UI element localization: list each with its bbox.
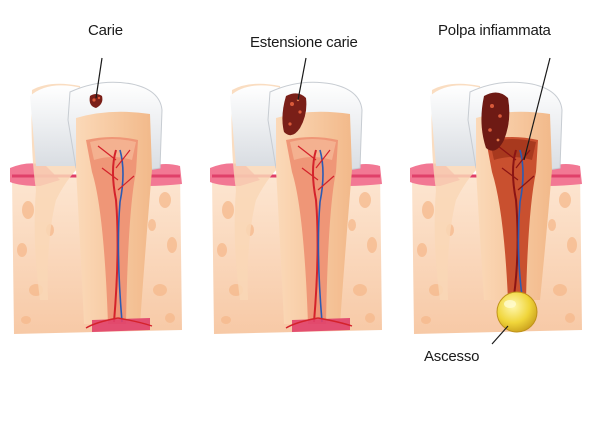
label-ascesso: Ascesso <box>424 348 480 365</box>
inflamed-pulp <box>486 137 538 300</box>
tooth-panel-estensione-carie <box>210 57 382 334</box>
label-polpa-infiammata: Polpa infiammata <box>438 22 551 39</box>
caries <box>282 93 307 136</box>
tooth-panel-carie <box>10 57 182 334</box>
abscess <box>496 291 538 333</box>
label-carie: Carie <box>88 22 123 39</box>
label-estensione-carie: Estensione carie <box>250 34 358 51</box>
tooth-panel-polpa-infiammata <box>410 57 582 345</box>
caries <box>481 92 510 151</box>
